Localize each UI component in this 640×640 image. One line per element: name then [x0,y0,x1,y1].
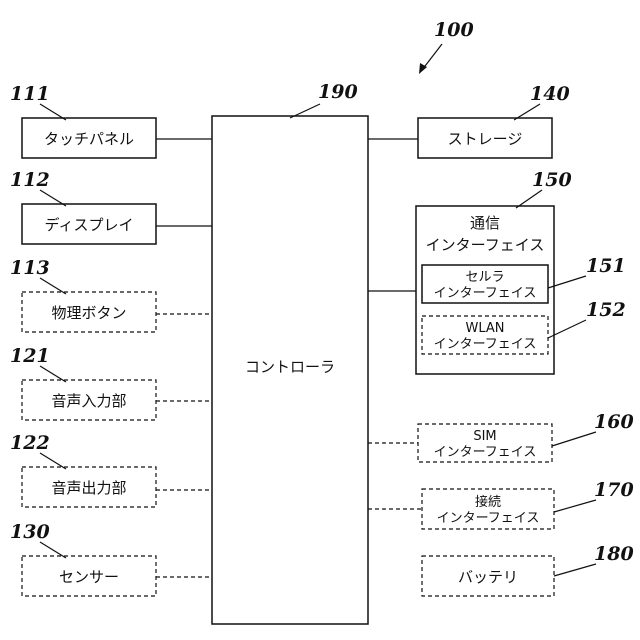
sensor-block: センサー 130 [10,521,212,596]
sensor-label: センサー [59,568,119,586]
comm-interface-ref: 150 [532,169,572,191]
touch-panel-label: タッチパネル [44,130,134,148]
wlan-interface-label-1: WLAN [465,321,504,336]
figure-ref-arrow [419,44,442,74]
controller-label: コントローラ [245,358,335,376]
storage-ref: 140 [530,83,570,105]
audio-output-ref: 122 [10,432,50,454]
wlan-interface-label-2: インターフェイス [434,337,537,352]
cellular-interface-label-1: セルラ [465,270,504,285]
display-ref: 112 [10,169,50,191]
battery-label: バッテリ [458,568,518,586]
comm-interface-label-2: インターフェイス [426,236,545,254]
storage-label: ストレージ [448,130,523,148]
audio-input-label: 音声入力部 [51,392,126,410]
display-block: ディスプレイ 112 [10,169,212,244]
cellular-interface-ref: 151 [586,255,626,277]
wlan-interface-ref: 152 [586,299,626,321]
connection-interface-label-1: 接続 [475,494,501,510]
sensor-ref: 130 [10,521,50,543]
touch-panel-ref: 111 [10,83,50,105]
physical-button-ref: 113 [10,257,50,279]
sim-interface-block: SIM インターフェイス 160 [368,411,634,462]
battery-block: バッテリ 180 [422,543,634,596]
touch-panel-block: タッチパネル 111 [10,83,212,158]
battery-leader [554,564,596,576]
audio-input-block: 音声入力部 121 [10,345,212,420]
physical-button-label: 物理ボタン [51,304,126,322]
physical-button-block: 物理ボタン 113 [10,257,212,332]
comm-interface-block: 通信 インターフェイス 150 セルラ インターフェイス 151 WLAN イン… [368,169,626,374]
sim-interface-leader [552,432,596,446]
audio-input-ref: 121 [10,345,50,367]
connection-interface-leader [554,500,596,512]
cellular-interface-label-2: インターフェイス [434,286,537,301]
display-label: ディスプレイ [45,216,134,234]
connection-interface-ref: 170 [594,479,634,501]
storage-block: ストレージ 140 [368,83,570,158]
sim-interface-ref: 160 [594,411,634,433]
battery-ref: 180 [594,543,634,565]
sim-interface-label-2: インターフェイス [434,445,537,460]
comm-interface-label-1: 通信 [470,214,500,232]
figure-ref: 100 [434,19,474,41]
connection-interface-label-2: インターフェイス [437,511,540,526]
audio-output-block: 音声出力部 122 [10,432,212,507]
controller-ref: 190 [318,81,358,103]
audio-output-label: 音声出力部 [51,479,126,497]
connection-interface-block: 接続 インターフェイス 170 [368,479,634,529]
sim-interface-label-1: SIM [473,429,496,444]
